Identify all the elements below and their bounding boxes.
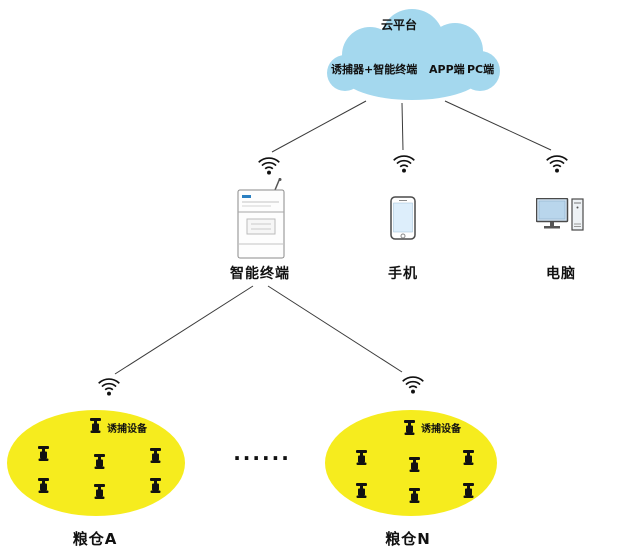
granary-a-ellipse: 诱捕设备 bbox=[7, 410, 185, 516]
trap-icon bbox=[408, 457, 421, 473]
trap-icon bbox=[149, 478, 162, 494]
wifi-icon bbox=[546, 155, 568, 173]
trap-icon bbox=[462, 450, 475, 466]
phone-wifi bbox=[391, 153, 417, 173]
trap-icon bbox=[89, 418, 102, 434]
cloud-shape bbox=[327, 9, 500, 100]
computer-label: 电脑 bbox=[546, 266, 576, 282]
granary-n-equipment-label: 诱捕设备 bbox=[421, 424, 461, 435]
wifi-icon bbox=[393, 155, 415, 173]
trap-icon bbox=[355, 483, 368, 499]
cloud-label-app: APP端 bbox=[429, 63, 465, 76]
wifi-icon bbox=[98, 378, 120, 396]
trap-icon bbox=[408, 488, 421, 504]
trap-icon bbox=[149, 448, 162, 464]
granary-a-equipment-label: 诱捕设备 bbox=[107, 424, 147, 435]
granary-n-label: 粮仓N bbox=[385, 530, 431, 548]
granary-a-label: 粮仓A bbox=[72, 530, 118, 548]
cloud-title: 云平台 bbox=[380, 18, 417, 32]
granary-n-ellipse: 诱捕设备 bbox=[325, 410, 497, 516]
granary-n-wifi bbox=[400, 374, 426, 394]
trap-icon bbox=[403, 420, 416, 436]
trap-icon bbox=[37, 478, 50, 494]
cloud-label-pc: PC端 bbox=[467, 63, 495, 76]
trap-icon bbox=[93, 454, 106, 470]
terminal-wifi bbox=[256, 155, 282, 175]
wifi-icon bbox=[402, 376, 424, 394]
computer-wifi bbox=[544, 153, 570, 173]
trap-icon bbox=[462, 483, 475, 499]
smart-terminal-icon bbox=[237, 178, 285, 259]
cloud-label-terminal-chain: 诱捕器+智能终端 bbox=[331, 63, 418, 76]
smart-terminal-label: 智能终端 bbox=[230, 266, 290, 282]
granary-a-wifi bbox=[96, 376, 122, 396]
wifi-icon bbox=[258, 157, 280, 175]
trap-icon bbox=[37, 446, 50, 462]
trap-icon bbox=[93, 484, 106, 500]
phone-icon bbox=[390, 196, 416, 240]
phone-label: 手机 bbox=[388, 266, 418, 282]
trap-icon bbox=[355, 450, 368, 466]
computer-icon bbox=[536, 198, 584, 231]
dots-separator: ...... bbox=[233, 441, 291, 465]
